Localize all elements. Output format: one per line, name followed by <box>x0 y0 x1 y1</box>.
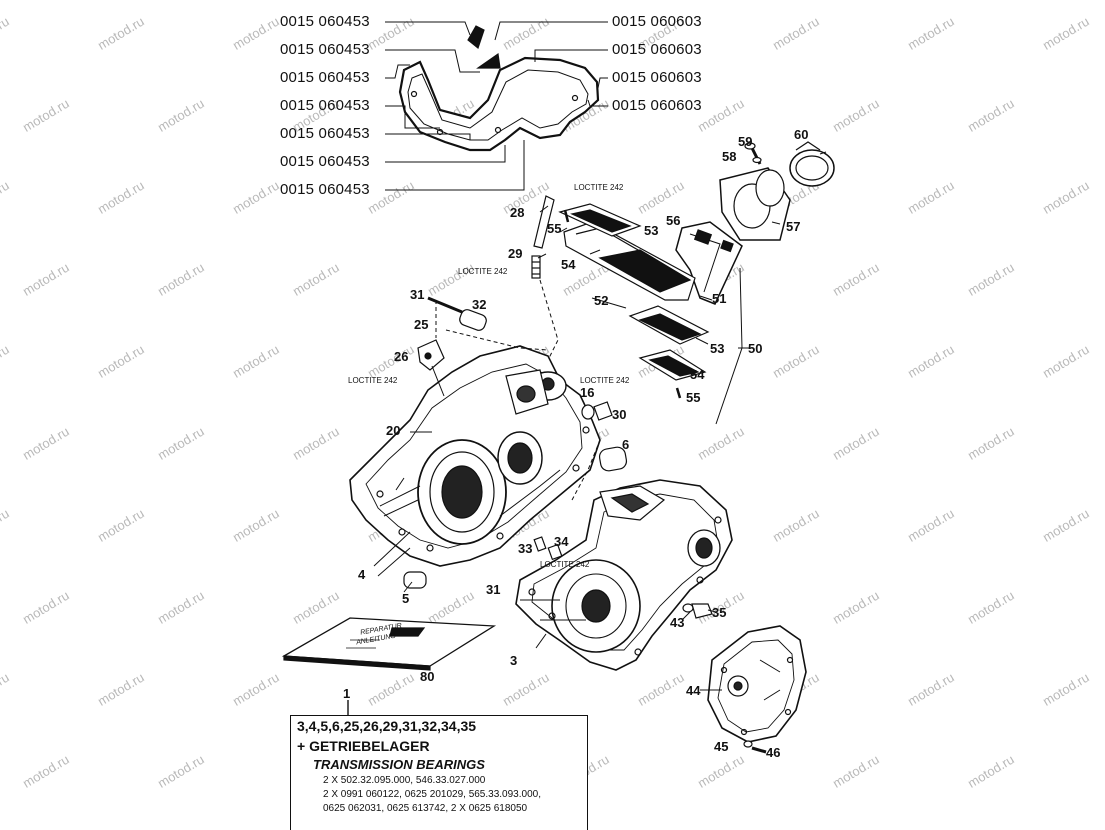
callout-50: 50 <box>748 341 763 356</box>
part-number-left-2: 0015 060453 <box>280 41 370 58</box>
callout-46: 45 <box>714 739 729 754</box>
callout-34: 33 <box>518 541 533 556</box>
callout-56: 56 <box>666 213 681 228</box>
callout-16: 16 <box>580 385 595 400</box>
callout-47: 46 <box>766 745 781 760</box>
left-crankcase-half <box>349 296 628 589</box>
part-number-left-3: 0015 060453 <box>280 69 370 86</box>
callout-33: 31 <box>486 582 501 597</box>
callout-53-bottom: 53 <box>710 341 725 356</box>
callout-53-top: 53 <box>644 223 659 238</box>
callout-52: 52 <box>594 293 609 308</box>
callout-35: 34 <box>554 534 569 549</box>
hose-and-nipple <box>531 195 559 361</box>
part-number-left-4: 0015 060453 <box>280 97 370 114</box>
callout-5: 5 <box>402 591 410 606</box>
callout-55-bottom: 55 <box>686 390 701 405</box>
info-box-number: 1 <box>343 686 351 701</box>
kit-line-4: 2 X 502.32.095.000, 546.33.027.000 <box>323 775 486 786</box>
callout-3: 3 <box>510 653 518 668</box>
callout-54-top: 54 <box>561 257 576 272</box>
part-number-right-3: 0015 060603 <box>612 69 702 86</box>
callout-44: 43 <box>670 615 685 630</box>
callout-57: 57 <box>786 219 801 234</box>
kit-line-bearings-en: TRANSMISSION BEARINGS <box>313 757 485 772</box>
clutch-cover <box>707 625 807 754</box>
repair-manual-booklet <box>281 617 497 671</box>
callout-25: 25 <box>414 317 429 332</box>
kit-line-5: 2 X 0991 060122, 0625 201029, 565.33.093… <box>323 789 541 800</box>
part-number-left-6: 0015 060453 <box>280 153 370 170</box>
part-number-right-1: 0015 060603 <box>612 13 702 30</box>
kit-info-box: 3,4,5,6,25,26,29,31,32,34,35 + GETRIEBEL… <box>290 715 588 830</box>
callout-60: 60 <box>794 127 809 142</box>
part-number-left-7: 0015 060453 <box>280 181 370 198</box>
reed-valve-assembly <box>558 141 835 425</box>
callout-59: 59 <box>738 134 753 149</box>
part-number-left-5: 0015 060453 <box>280 125 370 142</box>
loctite-note-dowel: LOCTITE 242 <box>540 560 590 569</box>
callout-29: 29 <box>508 246 523 261</box>
callout-54-bottom: 54 <box>690 367 705 382</box>
loctite-note-bolt: LOCTITE 242 <box>458 267 508 276</box>
crankcase-gasket <box>398 25 600 152</box>
callout-32: 32 <box>472 297 487 312</box>
kit-line-bearings-de: + GETRIEBELAGER <box>297 738 430 754</box>
callout-6: 6 <box>622 437 630 452</box>
loctite-note-bracket: LOCTITE 242 <box>348 376 398 385</box>
part-number-leaders <box>385 21 608 191</box>
callout-20: 20 <box>386 423 401 438</box>
callout-leaders <box>377 151 827 691</box>
callout-43: 35 <box>712 605 727 620</box>
callout-28: 28 <box>510 205 525 220</box>
callout-4: 4 <box>358 567 366 582</box>
callout-80: 80 <box>420 669 435 684</box>
callout-26: 26 <box>394 349 409 364</box>
kit-parts-list: 3,4,5,6,25,26,29,31,32,34,35 <box>297 718 477 734</box>
part-number-left-1: 0015 060453 <box>280 13 370 30</box>
kit-line-6: 0625 062031, 0625 613742, 2 X 0625 61805… <box>323 803 528 814</box>
callout-31: 31 <box>410 287 425 302</box>
part-number-right-2: 0015 060603 <box>612 41 702 58</box>
callout-55-top: 55 <box>547 221 562 236</box>
callout-45: 44 <box>686 683 701 698</box>
loctite-note-screw: LOCTITE 242 <box>580 376 630 385</box>
callout-30: 30 <box>612 407 627 422</box>
callout-51: 51 <box>712 291 727 306</box>
right-crankcase-half <box>515 439 733 671</box>
part-number-right-4: 0015 060603 <box>612 97 702 114</box>
loctite-note-reed: LOCTITE 242 <box>574 183 624 192</box>
callout-58: 58 <box>722 149 737 164</box>
